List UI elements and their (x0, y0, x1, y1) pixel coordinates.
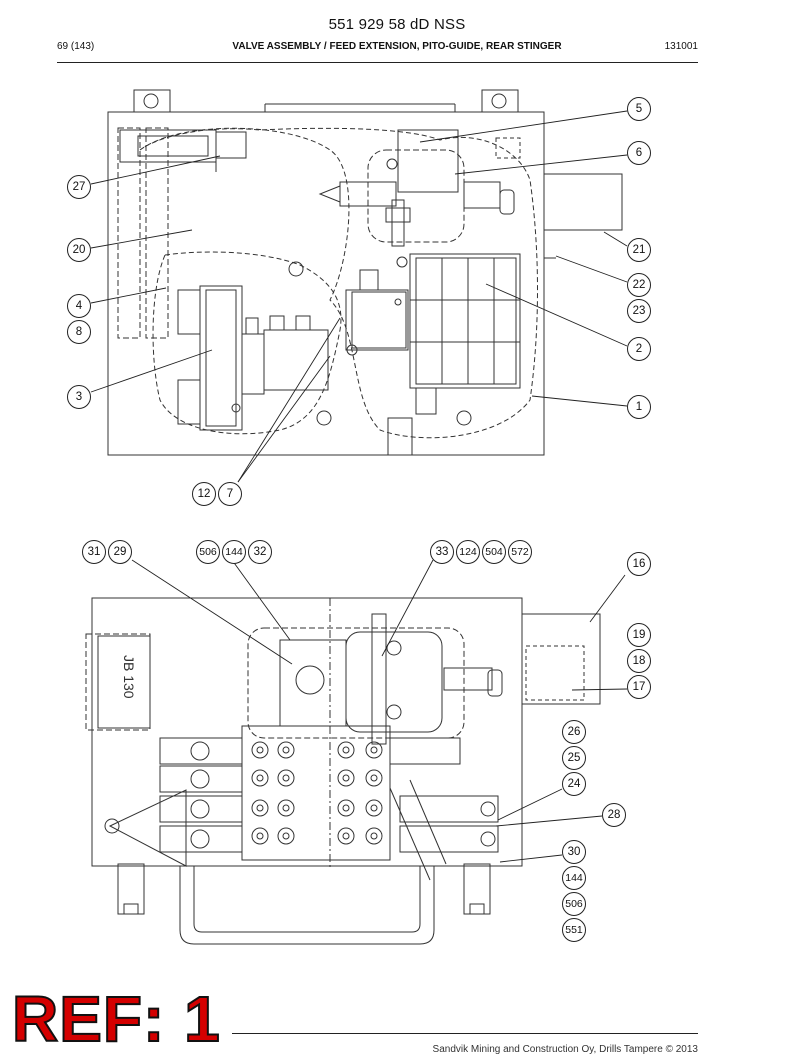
callout-26: 26 (562, 720, 586, 744)
callout-551: 551 (562, 918, 586, 942)
callout-19: 19 (627, 623, 651, 647)
callout-20: 20 (67, 238, 91, 262)
callout-17: 17 (627, 675, 651, 699)
callout-7: 7 (218, 482, 242, 506)
callout-3: 3 (67, 385, 91, 409)
page-reference: 69 (143) (57, 41, 95, 52)
callout-22: 22 (627, 273, 651, 297)
bottom-view-drawing (85, 597, 601, 945)
callout-27: 27 (67, 175, 91, 199)
callout-572: 572 (508, 540, 532, 564)
callout-504: 504 (482, 540, 506, 564)
callout-506-b: 506 (562, 892, 586, 916)
callout-23: 23 (627, 299, 651, 323)
copyright-notice: Sandvik Mining and Construction Oy, Dril… (432, 1044, 698, 1055)
date-code: 131001 (664, 41, 698, 52)
callout-32: 32 (248, 540, 272, 564)
callout-24: 24 (562, 772, 586, 796)
callout-2: 2 (627, 337, 651, 361)
callout-144-b: 144 (562, 866, 586, 890)
callout-29: 29 (108, 540, 132, 564)
section-title: VALVE ASSEMBLY / FEED EXTENSION, PITO-GU… (232, 41, 562, 52)
callout-4: 4 (67, 294, 91, 318)
leader-lines (90, 110, 628, 863)
junction-box-label: JB 130 (121, 655, 137, 699)
callout-30: 30 (562, 840, 586, 864)
callout-31: 31 (82, 540, 106, 564)
callout-18: 18 (627, 649, 651, 673)
callout-1: 1 (627, 395, 651, 419)
callout-12: 12 (192, 482, 216, 506)
callout-28: 28 (602, 803, 626, 827)
callout-5: 5 (627, 97, 651, 121)
callout-124: 124 (456, 540, 480, 564)
callout-21: 21 (627, 238, 651, 262)
callout-144: 144 (222, 540, 246, 564)
callout-33: 33 (430, 540, 454, 564)
top-view-drawing (107, 89, 623, 456)
callout-25: 25 (562, 746, 586, 770)
callout-8: 8 (67, 320, 91, 344)
callout-16: 16 (627, 552, 651, 576)
callout-6: 6 (627, 141, 651, 165)
document-number: 551 929 58 dD NSS (328, 16, 466, 33)
callout-506: 506 (196, 540, 220, 564)
ref-stamp: REF: 1 (11, 983, 221, 1055)
footer-rule (232, 1033, 698, 1034)
header-rule (57, 62, 698, 63)
